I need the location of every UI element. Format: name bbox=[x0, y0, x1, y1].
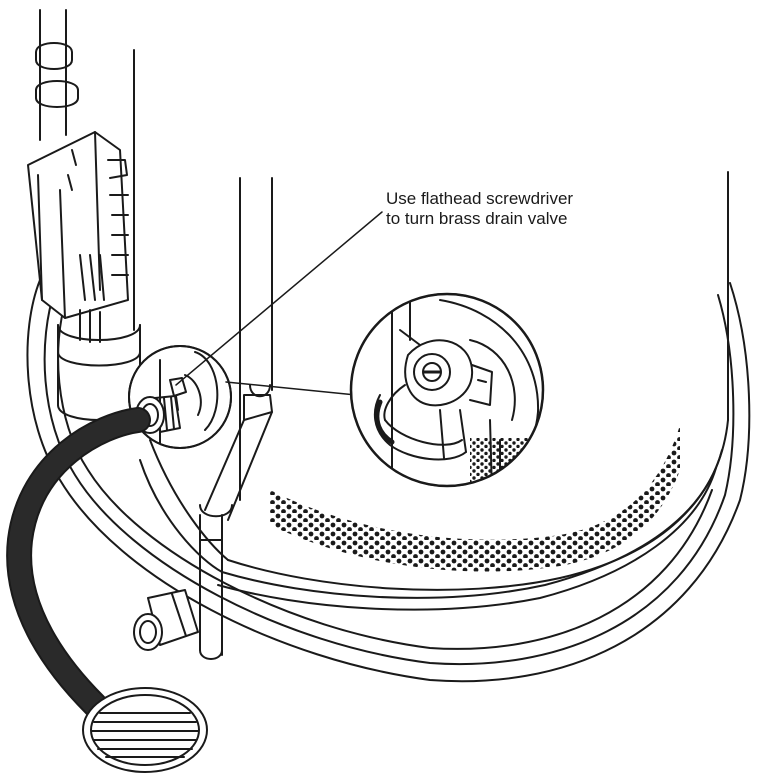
drain-hose bbox=[6, 407, 151, 718]
gas-pipe bbox=[199, 177, 273, 660]
gas-control-valve bbox=[27, 9, 135, 331]
callout-line-2: to turn brass drain valve bbox=[386, 209, 568, 228]
drain-pan bbox=[26, 279, 751, 683]
pipe-plug bbox=[133, 589, 199, 651]
burner-housing bbox=[57, 309, 141, 421]
magnified-drain-valve bbox=[349, 292, 545, 488]
perforated-base bbox=[270, 425, 680, 572]
floor-drain bbox=[82, 687, 208, 773]
callout-text: Use flathead screwdriver to turn brass d… bbox=[386, 189, 573, 229]
water-heater-tank bbox=[139, 171, 729, 611]
callout-leader-lines bbox=[175, 211, 383, 396]
callout-line-1: Use flathead screwdriver bbox=[386, 189, 574, 208]
